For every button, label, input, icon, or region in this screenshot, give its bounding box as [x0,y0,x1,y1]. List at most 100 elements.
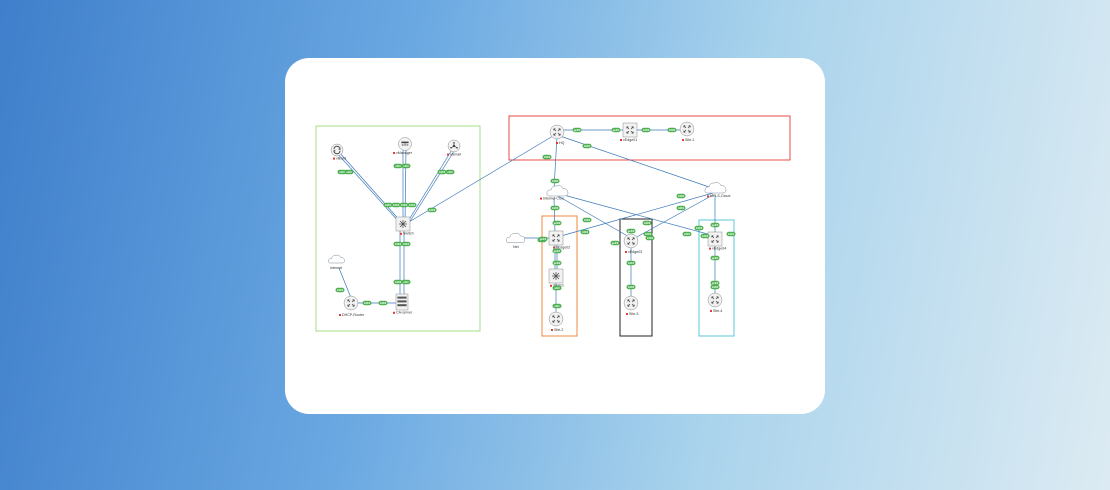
status-indicator [400,232,402,235]
node-vedge3[interactable]: vEdge03 [623,233,642,254]
port-label: ge0/1 [613,128,620,132]
port-badge: Gi0/0 [542,154,552,160]
node-switch-left[interactable]: Switch [395,216,414,236]
node-vmanager[interactable]: vManager [393,137,413,155]
port-badge: Gi0/0 [626,284,636,290]
port-label: eth0 [339,170,345,174]
status-indicator [393,152,395,154]
link-vmanager-switch-2 [404,147,407,224]
port-label: Gi0/0 [647,236,654,240]
node-mpls-cloud[interactable]: MPLS-Cloud [704,182,730,198]
status-indicator [626,313,628,315]
port-label: Gi0/1 [385,203,392,207]
node-label: vSmart [450,152,461,156]
port-badge: Gi0/0 [550,178,560,184]
port-badge: ge0/0 [710,222,720,228]
status-indicator [551,329,553,331]
port-badge: eth0 [344,169,354,175]
port-label: ge0/2 [554,261,561,265]
port-badge: Gi0/1 [582,143,592,149]
node-site3[interactable]: Site-3 [623,295,638,316]
port-badge: Gi0/1 [682,231,692,237]
port-label: eth0 [346,170,352,174]
port-badge: ge0/1 [538,236,548,242]
port-badge: ge0/2 [710,280,720,286]
node-label: Switch [403,232,414,236]
port-label: Gi0/0 [669,128,676,132]
port-badge: ge0/1 [611,127,621,133]
port-label: Gi0/1 [403,242,410,246]
port-badge: eth0 [337,169,347,175]
port-label: Gi0/3 [584,218,591,222]
vbond-icon [333,145,341,155]
port-badge: Gi0/1 [401,241,411,247]
port-badge: ge0/0 [552,220,562,226]
node-vsmart[interactable]: vSmart [447,139,461,156]
group-box-black [619,218,653,337]
port-badge: Gi0/0 [694,225,704,231]
port-badge: Gi0/2 [378,300,388,306]
port-label: Gi0/1 [728,232,735,236]
node-vbond[interactable]: vBond [330,143,346,160]
node-hq[interactable]: HQ [549,124,565,145]
port-badge: Gi0/0 [642,220,652,226]
port-badge: Gi0/2 [391,202,401,208]
port-badge: Gi0/2 [550,205,560,211]
port-label: Gi0/2 [393,203,400,207]
port-label: Gi0/3 [645,232,652,236]
port-label: Gi0/1 [584,144,591,148]
port-badge: Gi0/0 [580,229,590,235]
node-label: MPLS-Cloud [710,194,730,198]
node-ca-server[interactable]: CA-server [393,293,413,315]
node-vedge-top[interactable]: vEdge01 [620,122,638,142]
port-label: Gi0/0 [628,285,635,289]
port-label: Gi0/0 [644,221,651,225]
node-internet-left[interactable]: Internet [328,254,345,270]
link-vbond-switch [335,151,401,224]
status-indicator [553,246,555,249]
port-badge: Gi0/0 [700,233,710,239]
group-box-cyan [698,219,735,337]
node-internet-cloud[interactable]: Internet-Clou [540,185,569,200]
node-label: Internet-Clou [543,196,564,200]
port-label: Gi0/3 [401,203,408,207]
node-label: vManager [396,151,413,155]
port-badge: Gi0/1 [383,202,393,208]
node-vedge4[interactable]: vEdge04 [707,231,726,250]
node-site2[interactable]: Site-2 [548,311,563,332]
status-indicator [447,153,449,156]
diagram-card: vBond vManager vSmart [285,58,825,414]
link-mpls-vedge03 [634,194,714,239]
status-indicator [540,197,542,200]
port-label: Gi0/0 [552,179,559,183]
port-badge: Gi0/0 [335,287,345,293]
port-badge: Gi0/0 [393,279,403,285]
port-badge: eth0 [445,169,455,175]
node-site1[interactable]: Site-1 [679,121,694,142]
node-label: vEdge04 [712,246,726,250]
port-label: Gi0/0 [544,155,551,159]
node-dhcp-router[interactable]: DHCP-Router [339,295,365,317]
port-label: eth0 [554,286,560,290]
port-badge: Gi0/1 [362,300,372,306]
node-site4[interactable]: Site-4 [707,292,722,313]
status-indicator [625,251,627,253]
node-vedge2[interactable]: vEdge02 [548,230,570,249]
port-label: Gi0/4 [409,203,416,207]
port-label: Gi0/1 [628,261,635,265]
port-label: ge0/0 [554,221,561,225]
link-internet-vedge02 [553,197,556,233]
node-switch-mid[interactable]: Switch [548,268,564,288]
port-label: ge0/0 [712,223,719,227]
node-net[interactable]: Net [506,232,526,249]
port-label: Gi0/0 [582,230,589,234]
node-label: vEdge03 [628,250,642,254]
status-indicator [393,311,395,314]
port-label: Gi0/0 [395,280,402,284]
node-label: Site-4 [713,309,722,313]
switch-icon [552,272,560,280]
status-indicator [710,310,712,312]
port-badge: eth0 [393,163,403,169]
port-label: Gi0/5 [439,170,446,174]
node-label: vEdge01 [623,138,637,142]
